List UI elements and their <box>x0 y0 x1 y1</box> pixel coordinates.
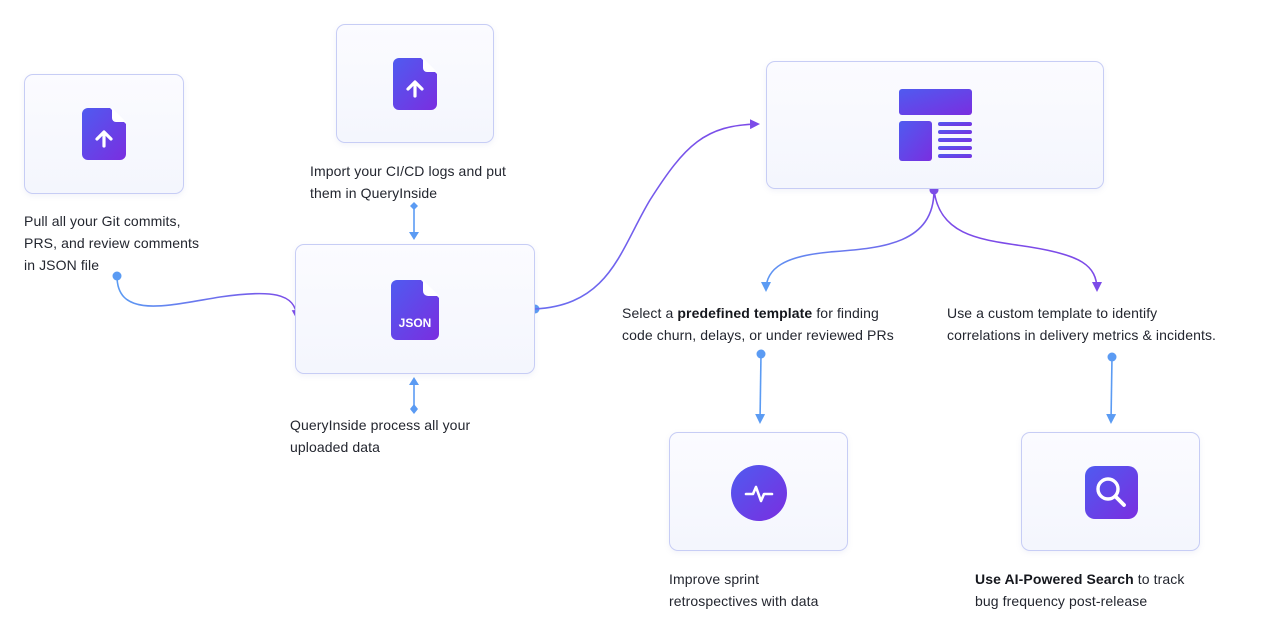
sprint-card <box>669 432 848 551</box>
git-upload-card <box>24 74 184 194</box>
caption-line: Pull all your Git commits, <box>24 213 181 229</box>
caption-line: QueryInside process all your <box>290 417 471 433</box>
caption-text: for finding <box>812 305 879 321</box>
connector-json-to-process <box>409 377 419 414</box>
json-process-caption: QueryInside process all your uploaded da… <box>290 414 470 458</box>
caption-line: Import your CI/CD logs and put <box>310 163 506 179</box>
predefined-template-caption: Select a predefined template for finding… <box>622 302 894 346</box>
search-icon <box>1085 466 1138 519</box>
file-upload-icon <box>393 58 437 110</box>
caption-line: PRS, and review comments <box>24 235 200 251</box>
search-card <box>1021 432 1200 551</box>
git-upload-caption: Pull all your Git commits, PRS, and revi… <box>24 210 199 276</box>
custom-template-caption: Use a custom template to identify correl… <box>947 302 1216 346</box>
caption-text: Select a <box>622 305 678 321</box>
file-upload-icon <box>82 108 126 160</box>
template-card <box>766 61 1104 189</box>
caption-line: Select a predefined template for finding <box>622 302 894 324</box>
caption-line: uploaded data <box>290 439 381 455</box>
connector-cicd-to-json <box>409 202 419 240</box>
json-process-card: JSON <box>295 244 535 374</box>
caption-line: Use AI-Powered Search to track <box>975 568 1184 590</box>
json-icon-text: JSON <box>399 316 432 330</box>
connector-custom-to-search <box>1106 352 1117 424</box>
caption-line: Improve sprint <box>669 571 760 587</box>
caption-bold: predefined template <box>677 305 813 321</box>
json-file-icon: JSON <box>391 280 439 340</box>
sprint-caption: Improve sprint retrospectives with data <box>669 568 818 612</box>
caption-line: Use a custom template to identify <box>947 305 1158 321</box>
connector-template-to-predefined <box>761 185 939 292</box>
caption-line: correlations in delivery metrics & incid… <box>947 327 1217 343</box>
caption-bold: Use AI-Powered Search <box>975 571 1134 587</box>
connector-json-to-template <box>530 119 760 314</box>
connector-git-to-json <box>112 271 302 320</box>
caption-line: retrospectives with data <box>669 593 819 609</box>
template-layout-icon <box>899 89 972 161</box>
search-caption: Use AI-Powered Search to track bug frequ… <box>975 568 1184 612</box>
cicd-upload-card <box>336 24 494 143</box>
connector-predefined-to-sprint <box>755 349 766 424</box>
cicd-upload-caption: Import your CI/CD logs and put them in Q… <box>310 160 506 204</box>
connector-template-to-custom <box>933 189 1102 292</box>
caption-line: them in QueryInside <box>310 185 438 201</box>
caption-text: to track <box>1133 571 1185 587</box>
caption-line: code churn, delays, or under reviewed PR… <box>622 327 894 343</box>
caption-line: in JSON file <box>24 257 100 273</box>
activity-pulse-icon <box>731 465 787 521</box>
caption-line: bug frequency post-release <box>975 593 1148 609</box>
